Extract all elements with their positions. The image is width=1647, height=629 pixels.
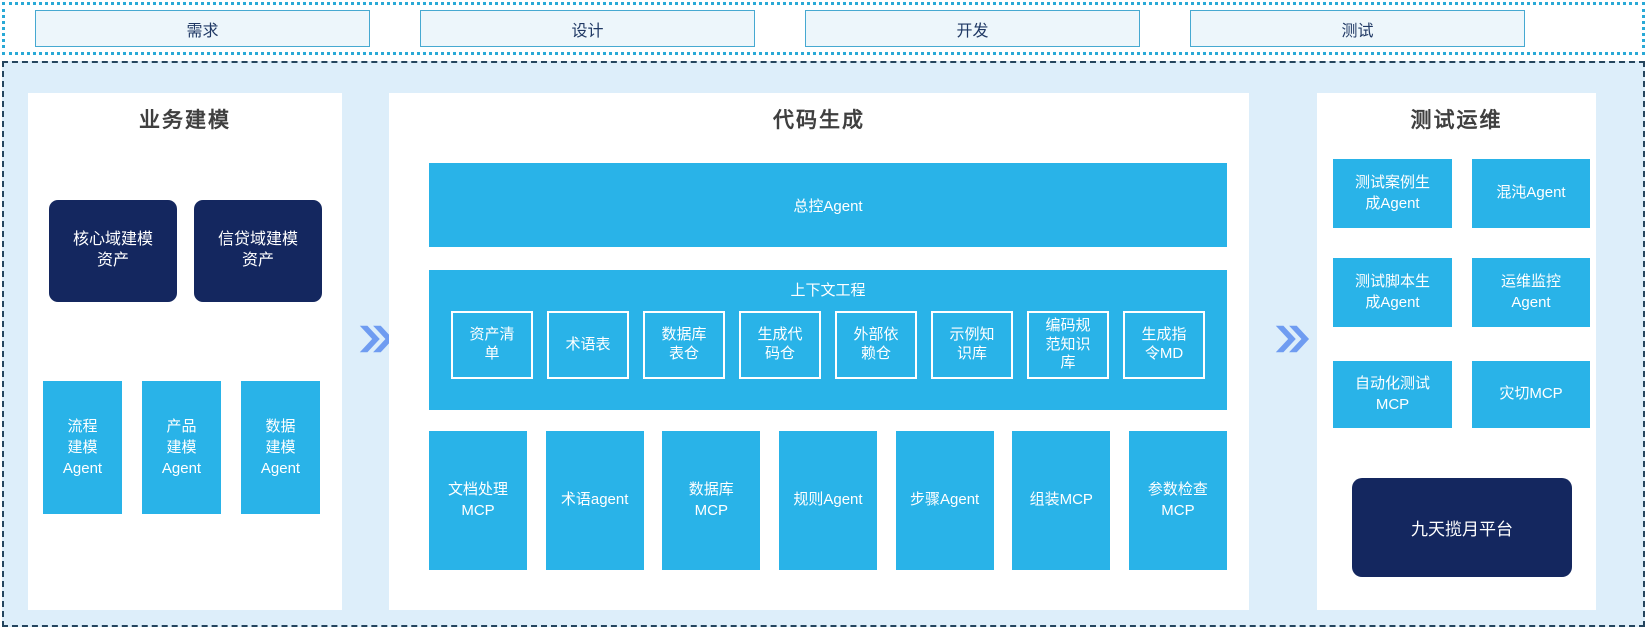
generated-code-repo-box: 生成代码仓 [739, 311, 821, 379]
phase-label: 测试 [1341, 22, 1374, 40]
phase-box-development: 开发 [805, 10, 1140, 47]
panel-title-test-operations: 测试运维 [1410, 109, 1503, 132]
rule-agent-box: 规则Agent [778, 431, 877, 570]
terminology-agent-box: 术语agent [545, 431, 644, 570]
document-processing-mcp-box: 文档处理MCP [429, 431, 527, 570]
phase-label: 需求 [186, 22, 219, 40]
phase-box-testing: 测试 [1190, 10, 1525, 47]
phase-label: 设计 [571, 22, 604, 40]
data-modeling-agent-box: 数据建模Agent [241, 381, 320, 514]
code-generation-tools-row: 文档处理MCP 术语agent 数据库MCP 规则Agent 步骤Agent 组… [429, 431, 1227, 570]
context-engineering-container: 上下文工程 资产清单 术语表 数据库表仓 生成代码仓 外部依赖仓 示例知识库 编… [429, 270, 1227, 410]
example-knowledge-base-box: 示例知识库 [931, 311, 1013, 379]
credit-domain-modeling-assets-box: 信贷域建模资产 [194, 200, 322, 302]
panel-business-modeling: 业务建模 核心域建模资产 信贷域建模资产 流程建模Agent 产品建模Agent… [28, 93, 342, 610]
context-engineering-row: 资产清单 术语表 数据库表仓 生成代码仓 外部依赖仓 示例知识库 编码规范知识库… [429, 311, 1227, 379]
phase-strip: 需求 设计 开发 测试 [2, 2, 1645, 55]
database-mcp-box: 数据库MCP [662, 431, 761, 570]
context-engineering-title: 上下文工程 [790, 282, 866, 299]
phase-box-design: 设计 [420, 10, 755, 47]
assembly-mcp-box: 组装MCP [1012, 431, 1111, 570]
generation-instruction-md-box: 生成指令MD [1123, 311, 1205, 379]
phase-box-requirements: 需求 [35, 10, 370, 47]
product-modeling-agent-box: 产品建模Agent [142, 381, 221, 514]
panel-code-generation: 代码生成 总控Agent 上下文工程 资产清单 术语表 数据库表仓 生成代码仓 … [389, 93, 1249, 610]
core-domain-modeling-assets-box: 核心域建模资产 [49, 200, 177, 302]
double-chevron-right-icon [1275, 325, 1310, 353]
parameter-check-mcp-box: 参数检查MCP [1128, 431, 1227, 570]
jiutian-lanyue-platform-box: 九天揽月平台 [1352, 478, 1572, 577]
chaos-agent-box: 混沌Agent [1472, 159, 1590, 228]
panel-title-code-generation: 代码生成 [773, 109, 865, 132]
panel-title-business-modeling: 业务建模 [139, 109, 231, 132]
glossary-box: 术语表 [547, 311, 629, 379]
asset-list-box: 资产清单 [451, 311, 533, 379]
process-modeling-agent-box: 流程建模Agent [43, 381, 122, 514]
automated-testing-mcp-box: 自动化测试MCP [1333, 361, 1452, 428]
database-table-repo-box: 数据库表仓 [643, 311, 725, 379]
coding-standard-knowledge-base-box: 编码规范知识库 [1027, 311, 1109, 379]
master-control-agent-bar: 总控Agent [429, 163, 1227, 247]
architecture-diagram-area: 业务建模 核心域建模资产 信贷域建模资产 流程建模Agent 产品建模Agent… [2, 61, 1645, 627]
step-agent-box: 步骤Agent [895, 431, 994, 570]
test-case-generation-agent-box: 测试案例生成Agent [1333, 159, 1452, 228]
test-script-generation-agent-box: 测试脚本生成Agent [1333, 258, 1452, 327]
disaster-switch-mcp-box: 灾切MCP [1472, 361, 1590, 428]
external-dependency-repo-box: 外部依赖仓 [835, 311, 917, 379]
phase-label: 开发 [956, 22, 989, 40]
panel-test-operations: 测试运维 测试案例生成Agent 混沌Agent 测试脚本生成Agent 运维监… [1317, 93, 1596, 610]
ops-monitoring-agent-box: 运维监控Agent [1472, 258, 1590, 327]
